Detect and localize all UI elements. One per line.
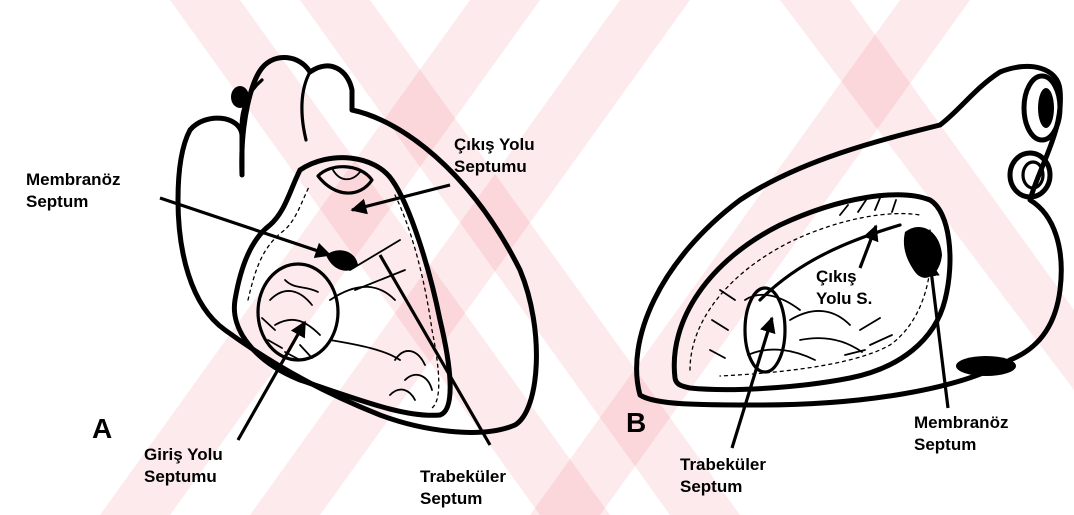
- panel-b-trabecular-bundle: [745, 288, 785, 372]
- panel-b-label-trabekuler-line1: Trabeküler: [680, 455, 766, 474]
- panel-a-vessel-opening: [231, 86, 249, 108]
- panel-a-label-trabekuler-line1: Trabeküler: [420, 467, 506, 486]
- panel-b-label-membranoz-line2: Septum: [914, 435, 976, 454]
- panel-b-pointer-cikis: [860, 226, 876, 268]
- panel-a-label-membranoz-line1: Membranöz: [26, 170, 120, 189]
- panel-b-pointer-trabekuler: [732, 318, 772, 448]
- panel-b-label-cikis-line2: Yolu S.: [816, 289, 872, 308]
- panel-b-label-cikis-line1: Çıkış: [816, 267, 857, 286]
- panel-a-label-giris-line1: Giriş Yolu: [144, 445, 223, 464]
- panel-a-label-cikis-line1: Çıkış Yolu: [454, 135, 535, 154]
- panel-a-pointer-membranoz: [160, 198, 330, 255]
- panel-b-letter: B: [626, 407, 646, 438]
- panel-a-label-membranoz-line2: Septum: [26, 192, 88, 211]
- panel-a-label-giris-line2: Septumu: [144, 467, 217, 486]
- panel-b-vessel-stub: [956, 356, 1016, 376]
- panel-b-membranous-septum: [904, 227, 942, 278]
- panel-b-label-membranoz-line1: Membranöz: [914, 413, 1008, 432]
- panel-a-label-cikis-line2: Septumu: [454, 157, 527, 176]
- panel-b-label-trabekuler-line2: Septum: [680, 477, 742, 496]
- panel-a-letter: A: [92, 413, 112, 444]
- panel-a-label-trabekuler-line2: Septum: [420, 489, 482, 508]
